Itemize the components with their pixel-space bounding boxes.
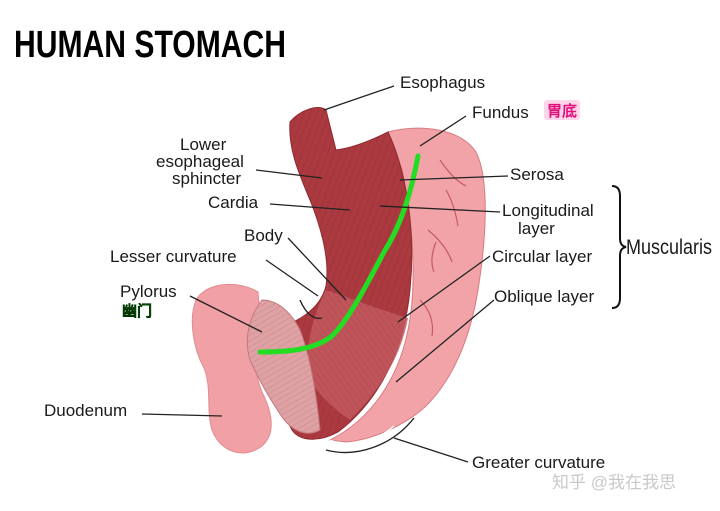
label-pylorus: Pylorus	[120, 282, 177, 301]
label-duodenum: Duodenum	[44, 401, 127, 420]
greater-curvature-arc	[325, 417, 415, 454]
circular-muscle-band	[307, 290, 408, 420]
serosa-layer	[328, 127, 486, 443]
label-lower-esophageal-1: Lower	[180, 135, 227, 154]
label-circular-layer: Circular layer	[492, 247, 592, 266]
label-muscularis: Muscularis	[626, 236, 712, 259]
label-fundus: Fundus	[472, 103, 529, 122]
muscularis-bracket	[611, 185, 627, 309]
label-body: Body	[244, 226, 283, 245]
pylorus-cn-tag: 幽门	[122, 302, 152, 320]
label-esophagus: Esophagus	[400, 73, 485, 92]
label-lesser-curvature: Lesser curvature	[110, 247, 237, 266]
fundus-cn-tag-bg	[544, 100, 580, 120]
label-serosa: Serosa	[510, 165, 564, 184]
label-group: Esophagus Fundus Lower esophageal sphinc…	[44, 73, 605, 472]
label-cardia: Cardia	[208, 193, 259, 212]
label-longitudinal-2: layer	[518, 219, 555, 238]
serosa-veins	[419, 159, 467, 337]
label-longitudinal-1: Longitudinal	[502, 201, 594, 220]
greater-curvature-arc-2	[329, 425, 395, 444]
fundus-cn-tag: 胃底	[547, 102, 577, 120]
label-lower-esophageal-3: sphincter	[172, 169, 241, 188]
label-lower-esophageal-2: esophageal	[156, 152, 244, 171]
watermark: 知乎 @我在我思	[552, 473, 676, 492]
lesser-curvature-arc	[299, 299, 323, 320]
label-greater-curvature: Greater curvature	[472, 453, 605, 472]
label-oblique-layer: Oblique layer	[494, 287, 595, 306]
diagram-title: HUMAN STOMACH	[14, 24, 286, 66]
pyloric-region	[246, 299, 321, 434]
leader-lines	[141, 85, 509, 463]
